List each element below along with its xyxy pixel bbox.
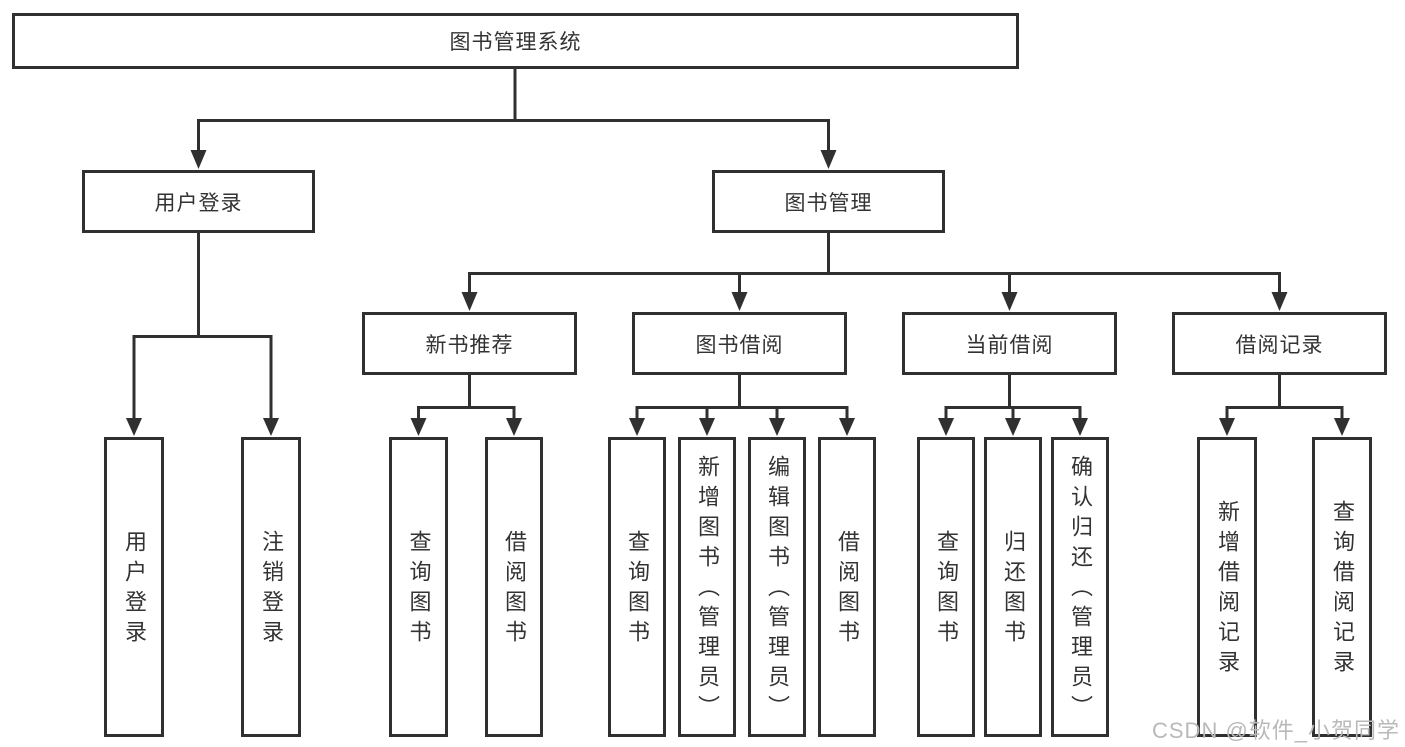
leaf-add-borrow-record: 新增借阅记录 xyxy=(1197,437,1257,737)
csdn-watermark: CSDN @软件_小贺同学 xyxy=(1152,718,1401,743)
leaf-logout: 注销登录 xyxy=(241,437,301,737)
node-borrow-records: 借阅记录 xyxy=(1172,312,1387,375)
leaf-user-login: 用户登录 xyxy=(104,437,164,737)
leaf-return-books: 归还图书 xyxy=(984,437,1042,737)
node-new-book-recommend: 新书推荐 xyxy=(362,312,577,375)
leaf-edit-books-admin: 编辑图书（管理员） xyxy=(748,437,806,737)
node-book-management: 图书管理 xyxy=(712,170,945,233)
leaf-query-borrow-record: 查询借阅记录 xyxy=(1312,437,1372,737)
leaf-confirm-return-admin: 确认归还（管理员） xyxy=(1051,437,1109,737)
node-book-borrow: 图书借阅 xyxy=(632,312,847,375)
leaf-borrow-books: 借阅图书 xyxy=(818,437,876,737)
leaf-query-books-current: 查询图书 xyxy=(917,437,975,737)
node-user-login: 用户登录 xyxy=(82,170,315,233)
leaf-query-books-borrow: 查询图书 xyxy=(608,437,666,737)
leaf-borrow-books-recommend: 借阅图书 xyxy=(485,437,543,737)
arrowheads xyxy=(126,150,1350,436)
node-root: 图书管理系统 xyxy=(12,13,1019,69)
leaf-add-books-admin: 新增图书（管理员） xyxy=(678,437,736,737)
leaf-query-books-recommend: 查询图书 xyxy=(389,437,448,737)
node-current-borrow: 当前借阅 xyxy=(902,312,1117,375)
